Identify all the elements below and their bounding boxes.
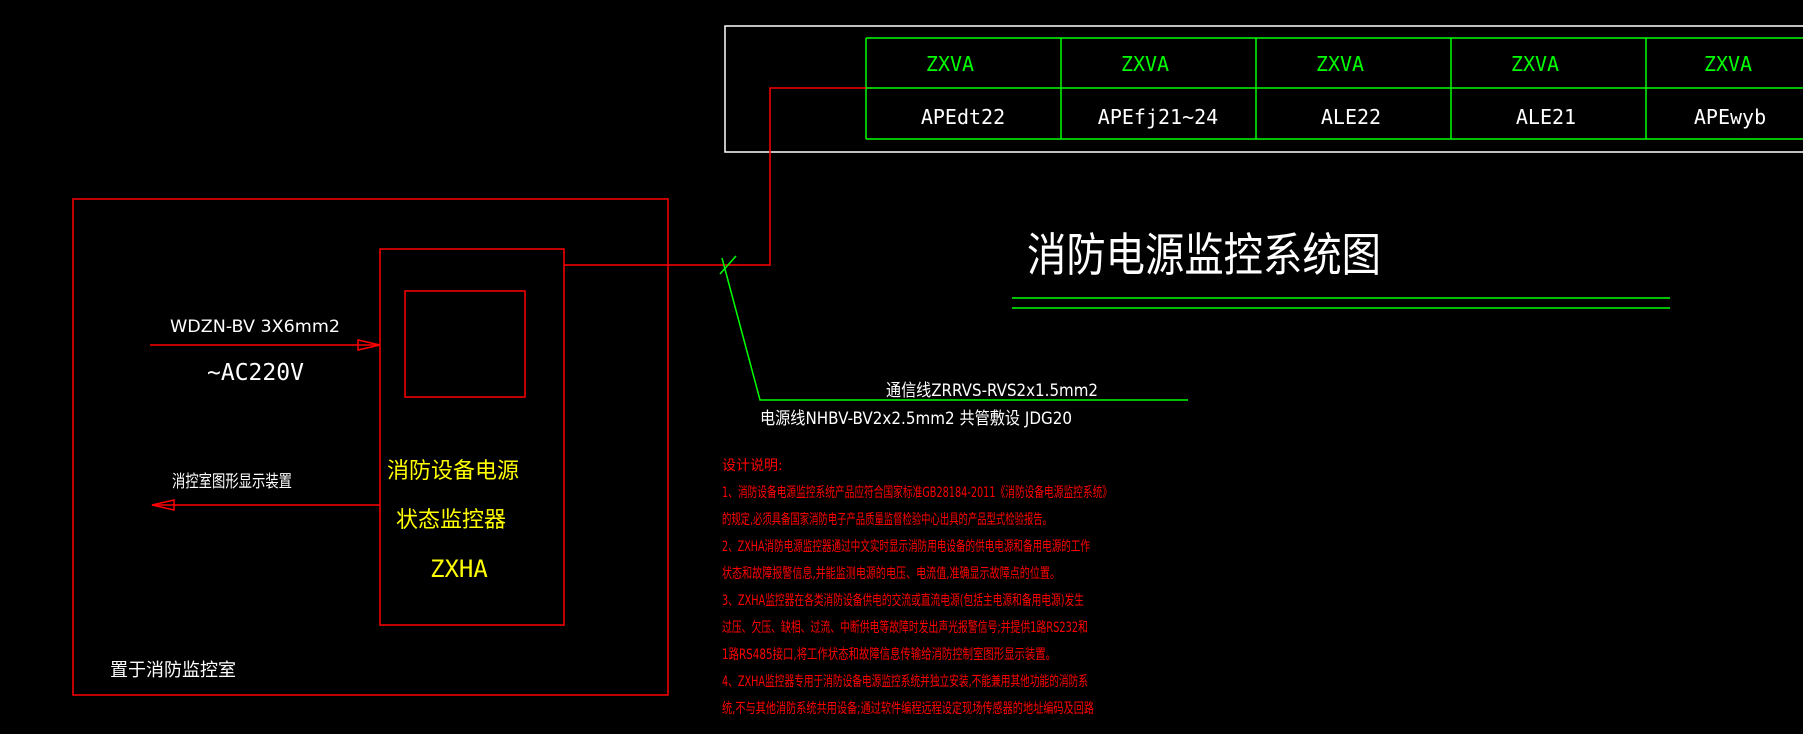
wiring-tick-mark	[719, 255, 737, 275]
device-model: ZXHA	[430, 555, 488, 583]
output-display-label: 消控室图形显示装置	[172, 472, 292, 492]
notes-line-1: 1、消防设备电源监控系统产品应符合国家标准GB28184-2011《消防设备电源…	[722, 484, 1112, 501]
wiring-leader-line	[721, 257, 1188, 401]
notes-line-5: 3、ZXHA监控器在各类消防设备供电的交流或直流电源(包括主电源和备用电源)发生	[722, 592, 1084, 609]
panel-name-1: APEdt22	[921, 105, 1005, 129]
panel-code-5: ZXVA	[1704, 52, 1752, 76]
panel-name-2: APEfj21~24	[1098, 105, 1218, 129]
notes-line-2: 的规定,必须具备国家消防电子产品质量监督检验中心出具的产品型式检验报告。	[722, 511, 1052, 528]
panel-code-3: ZXVA	[1316, 52, 1364, 76]
notes-line-9: 统,不与其他消防系统共用设备;通过软件编程远程设定现场传感器的地址编码及回路	[722, 700, 1094, 717]
diagram-title: 消防电源监控系统图	[1027, 228, 1381, 282]
panel-name-5: APEwyb	[1694, 105, 1766, 129]
output-arrow-icon	[151, 499, 175, 511]
panel-frame	[724, 25, 1803, 153]
panel-code-2: ZXVA	[1121, 52, 1169, 76]
panel-name-3: ALE22	[1321, 105, 1381, 129]
design-notes: 设计说明: 1、消防设备电源监控系统产品应符合国家标准GB28184-2011《…	[722, 458, 1112, 717]
room-label: 置于消防监控室	[110, 660, 236, 681]
notes-line-7: 1路RS485接口,将工作状态和故障信息传输给消防控制室图形显示装置。	[722, 646, 1056, 663]
panel-name-4: ALE21	[1516, 105, 1576, 129]
notes-heading: 设计说明:	[722, 458, 783, 474]
power-line-label: 电源线NHBV-BV2x2.5mm2 共管敷设 JDG20	[760, 409, 1072, 429]
panel-table	[865, 37, 1803, 140]
device-name-line2: 状态监控器	[396, 508, 506, 533]
monitor-screen	[404, 290, 526, 398]
panel-code-1: ZXVA	[926, 52, 974, 76]
device-name-line1: 消防设备电源	[387, 459, 519, 484]
monitor-device-box	[379, 248, 565, 626]
panel-link-line	[564, 87, 866, 266]
input-arrow-icon	[357, 339, 381, 351]
notes-line-4: 状态和故障报警信息,并能监测电源的电压、电流值,准确显示故障点的位置。	[722, 565, 1060, 582]
notes-line-8: 4、ZXHA监控器专用于消防设备电源监控系统并独立安装,不能兼用其他功能的消防系	[722, 673, 1088, 690]
control-room-boundary	[72, 198, 669, 696]
input-cable-label: WDZN-BV 3X6mm2	[170, 317, 340, 337]
notes-line-3: 2、ZXHA消防电源监控器通过中文实时显示消防用电设备的供电电源和备用电源的工作	[722, 538, 1090, 555]
notes-line-6: 过压、欠压、缺相、过流、中断供电等故障时发出声光报警信号;并提供1路RS232和	[722, 619, 1088, 636]
comm-line-label: 通信线ZRRVS-RVS2x1.5mm2	[886, 381, 1098, 401]
panel-code-4: ZXVA	[1511, 52, 1559, 76]
input-voltage-label: ~AC220V	[207, 360, 304, 386]
